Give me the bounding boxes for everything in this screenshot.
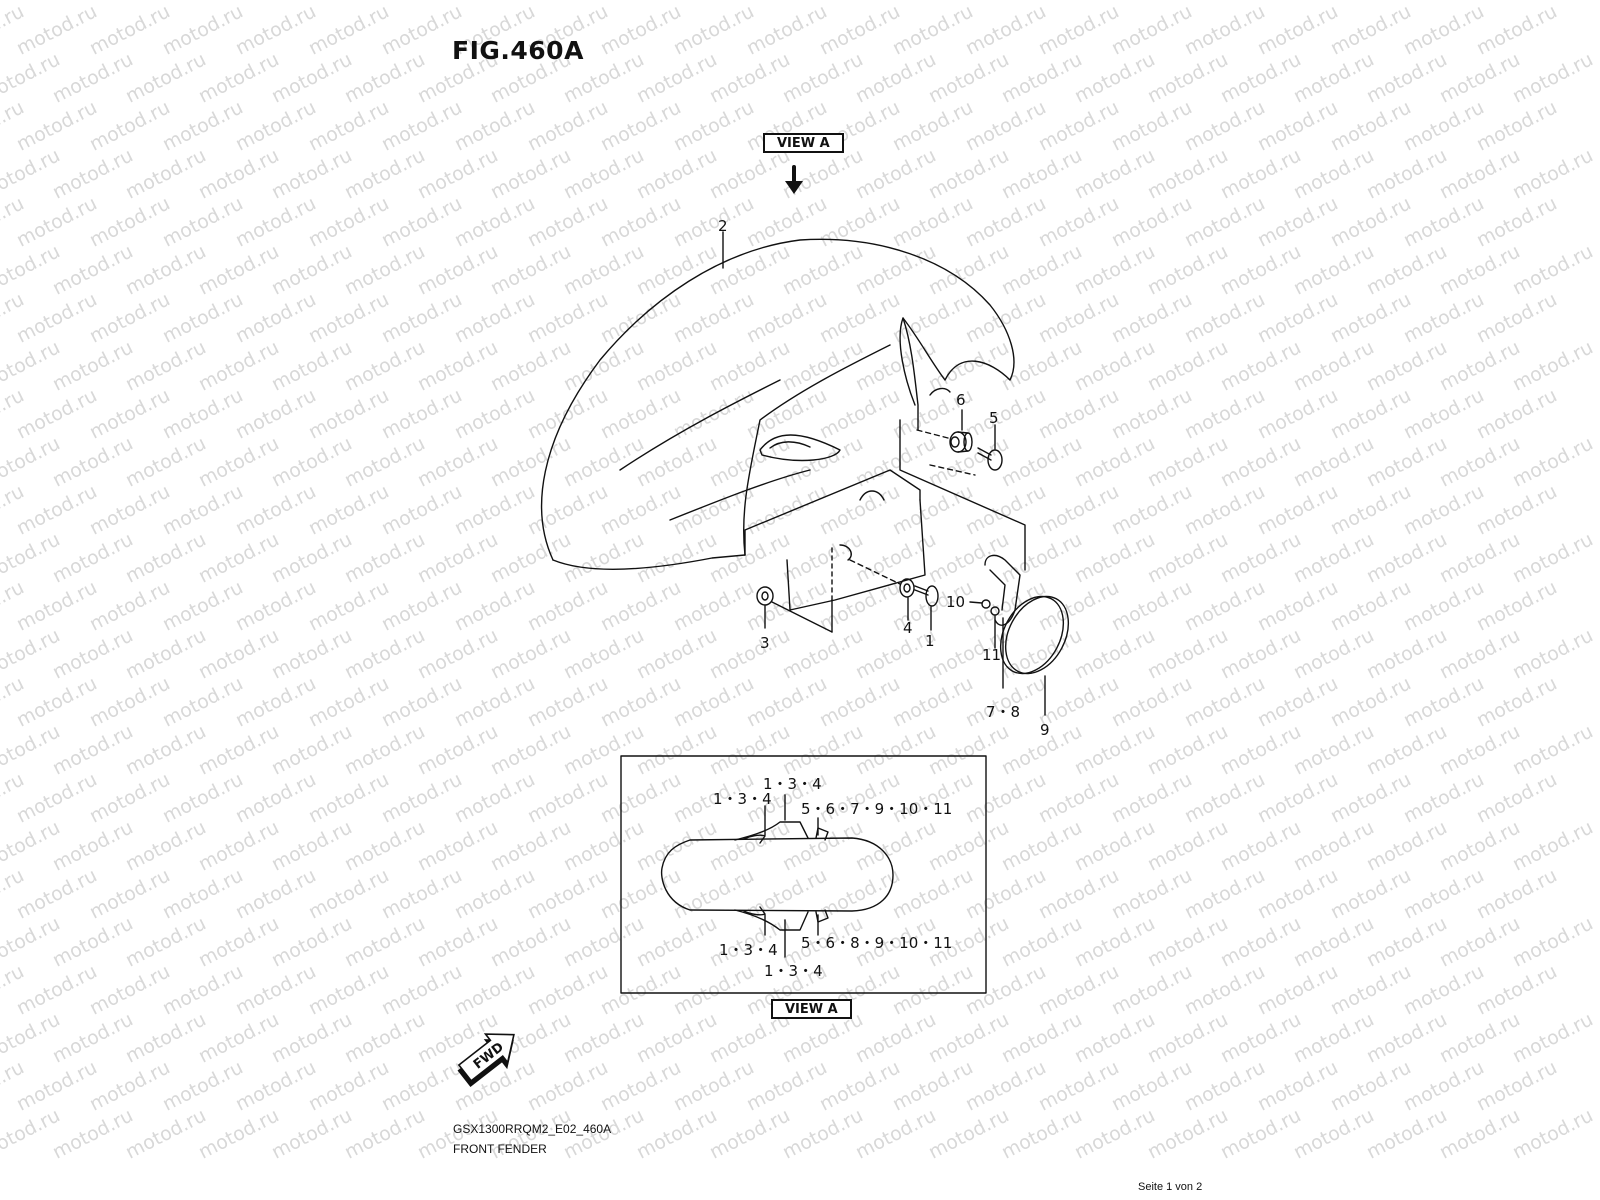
washer-part-4 — [899, 578, 915, 598]
view-direction-arrow — [785, 165, 803, 194]
callout-2: 2 — [718, 217, 728, 235]
callout-5: 5 — [989, 409, 999, 427]
screw-part-1 — [914, 585, 939, 607]
callout-4: 4 — [903, 619, 913, 637]
reflector-part-9 — [999, 595, 1070, 675]
diagram-code: GSX1300RRQM2_E02_460A — [453, 1122, 612, 1136]
view-a-label-top: VIEW A — [763, 133, 844, 153]
bracket-part-7-8 — [984, 554, 1021, 626]
view-a-box — [620, 755, 987, 994]
callout-9: 9 — [1040, 721, 1050, 739]
callout-11: 11 — [982, 646, 1001, 664]
callout-3: 3 — [760, 634, 770, 652]
bolt-part-10 — [981, 599, 991, 609]
view-a-callout-bottom-left: 1・3・4 — [719, 941, 778, 959]
view-a-callout-bottom-center: 1・3・4 — [764, 962, 823, 980]
callout-10: 10 — [946, 593, 965, 611]
nut-part-11 — [990, 606, 1000, 616]
washer-part-3 — [756, 586, 774, 606]
page-footer: Seite 1 von 2 — [1138, 1181, 1203, 1193]
diagram-name: FRONT FENDER — [453, 1142, 547, 1156]
figure-title: FIG.460A — [452, 36, 584, 65]
view-a-fender-top-view — [660, 821, 894, 931]
callout-7-8: 7・8 — [986, 703, 1020, 721]
view-a-label-bottom: VIEW A — [771, 999, 852, 1019]
callout-1: 1 — [925, 632, 935, 650]
callout-6: 6 — [956, 391, 966, 409]
front-fender — [540, 238, 1026, 611]
screw-part-5 — [977, 447, 1003, 471]
view-a-callout-top-left: 1・3・4 — [713, 790, 772, 808]
view-a-callout-top-right: 5・6・7・9・10・11 — [801, 800, 952, 818]
grommet-part-6 — [949, 431, 973, 453]
view-a-callout-top-center: 1・3・4 — [763, 775, 822, 793]
fwd-arrow-icon: FWD — [457, 1033, 515, 1088]
view-a-callout-bottom-right: 5・6・8・9・10・11 — [801, 934, 952, 952]
